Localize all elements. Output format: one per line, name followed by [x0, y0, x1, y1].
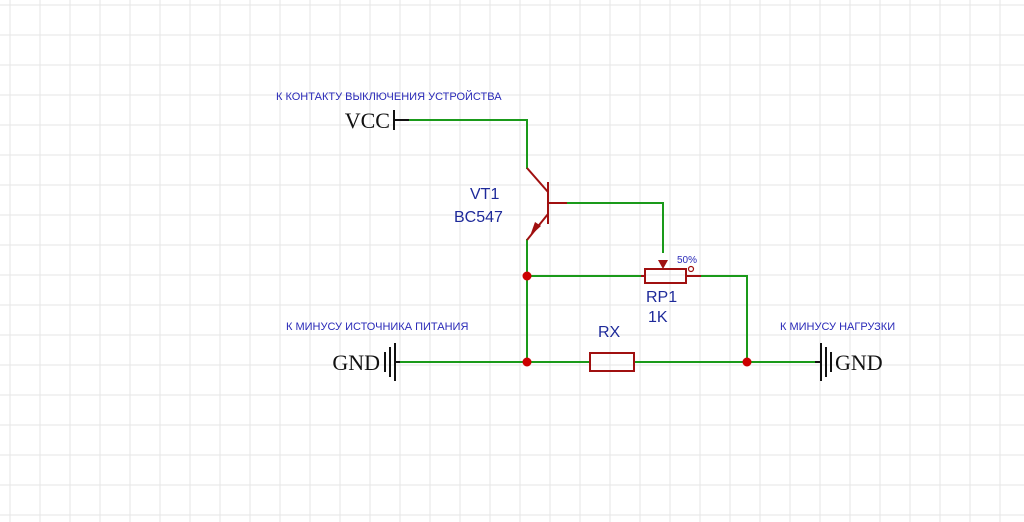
wires: [399, 119, 816, 363]
junction-pot-load: [742, 357, 752, 367]
resistor-rx[interactable]: [589, 352, 635, 372]
pot-wiper-percent: 50%: [677, 255, 697, 266]
pot-pin-dot: [687, 265, 695, 273]
wire-vcc-to-collector: [409, 119, 528, 169]
wire-pot-to-load: [700, 275, 748, 363]
note-device-off-contact: К КОНТАКТУ ВЫКЛЮЧЕНИЯ УСТРОЙСТВА: [276, 90, 502, 103]
potentiometer-rp1[interactable]: [641, 260, 701, 284]
vcc-port[interactable]: VCC: [345, 108, 410, 133]
transistor-value: BC547: [454, 209, 503, 226]
transistor-collector-lead: [526, 167, 549, 193]
transistor-vt1[interactable]: [526, 167, 567, 241]
note-power-source-minus: К МИНУСУ ИСТОЧНИКА ПИТАНИЯ: [286, 321, 468, 333]
resistor-body: [589, 352, 635, 372]
wire-base-to-wiper: [566, 202, 664, 253]
junction-emitter-gnd: [522, 357, 532, 367]
gnd-port-left[interactable]: GND: [332, 343, 400, 381]
pot-ref: RP1: [646, 289, 677, 306]
pot-value: 1K: [648, 309, 668, 326]
gnd-right-label: GND: [835, 350, 883, 375]
resistor-ref: RX: [598, 324, 621, 341]
transistor-emitter-arrow: [530, 222, 541, 236]
note-load-minus: К МИНУСУ НАГРУЗКИ: [780, 321, 895, 333]
pot-wiper-arrow: [658, 260, 668, 269]
transistor-ref: VT1: [470, 186, 499, 203]
gnd-port-right[interactable]: GND: [815, 343, 883, 381]
pot-body: [644, 268, 687, 284]
junction-emitter-pot: [522, 271, 532, 281]
gnd-left-label: GND: [332, 350, 380, 375]
vcc-label: VCC: [345, 108, 390, 133]
